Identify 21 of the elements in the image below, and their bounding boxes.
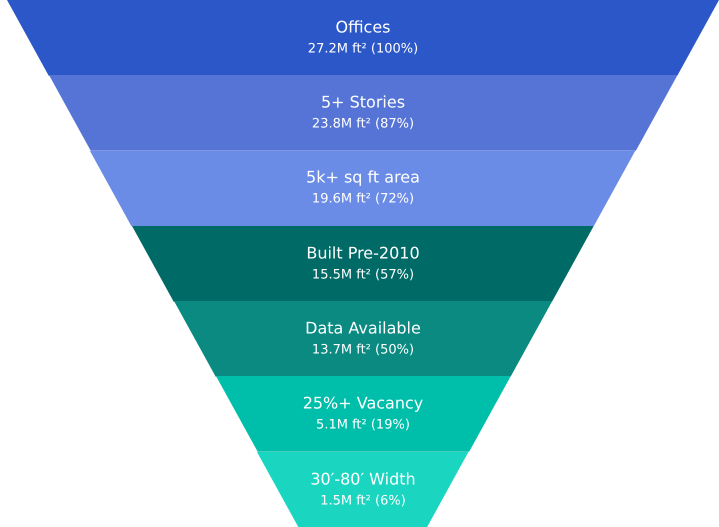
funnel-band xyxy=(216,376,510,452)
stage-title: 25%+ Vacancy xyxy=(302,394,424,414)
stage-title: Offices xyxy=(335,17,391,38)
stage-title: 5k+ sq ft area xyxy=(306,168,420,188)
stage-title: 30′-80′ Width xyxy=(310,469,416,490)
funnel-band xyxy=(90,150,636,226)
funnel-band xyxy=(257,452,469,527)
stage-value: 13.7M ft² (50%) xyxy=(312,342,414,360)
stage-value: 5.1M ft² (19%) xyxy=(316,416,410,435)
stage-title: 5+ Stories xyxy=(320,92,406,113)
stage-title: Built Pre-2010 xyxy=(306,243,420,264)
stage-value: 1.5M ft² (6%) xyxy=(320,492,406,510)
stage-title: Data Available xyxy=(305,318,421,339)
stage-value: 27.2M ft² (100%) xyxy=(308,40,418,58)
funnel-band xyxy=(7,0,719,76)
funnel-band xyxy=(48,75,678,152)
stage-value: 23.8M ft² (87%) xyxy=(312,116,414,134)
funnel-band xyxy=(174,301,552,377)
stage-value: 19.6M ft² (72%) xyxy=(312,190,414,209)
stage-value: 15.5M ft² (57%) xyxy=(312,266,414,284)
funnel-band xyxy=(132,226,594,302)
